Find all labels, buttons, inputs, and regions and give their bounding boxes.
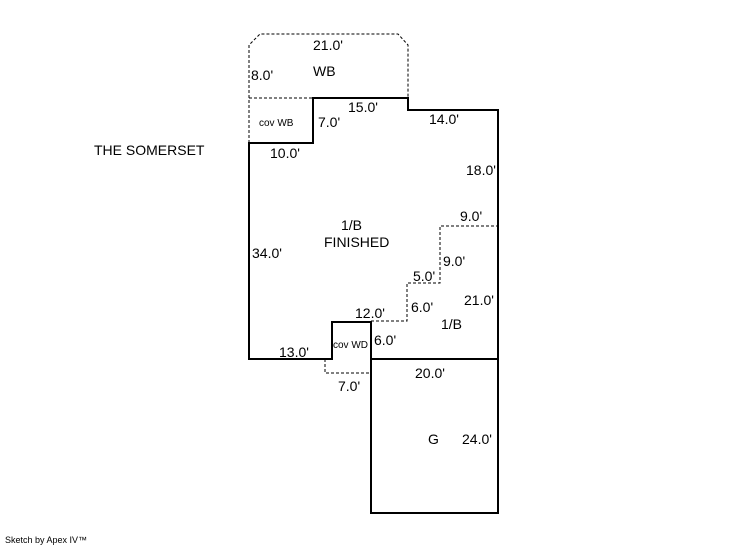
dim-dash-bottom: 7.0' [338, 378, 360, 394]
area-main-1b: 1/B [341, 217, 362, 233]
dim-cov-wd-side: 6.0' [374, 332, 396, 348]
area-main-finished: FINISHED [324, 234, 389, 250]
dim-bottom-left: 13.0' [279, 344, 309, 360]
area-garage: G [428, 431, 439, 447]
wb-outline [248, 33, 409, 143]
dim-left-side: 34.0' [252, 245, 282, 261]
dim-inner-horiz: 12.0' [355, 305, 385, 321]
dim-dash-vert1: 9.0' [443, 253, 465, 269]
sketch-credit: Sketch by Apex IV™ [5, 535, 88, 545]
area-sub-1b: 1/B [441, 316, 462, 332]
dim-wb-side: 8.0' [251, 67, 273, 83]
dim-garage-top: 20.0' [415, 365, 445, 381]
dim-dash-step: 5.0' [413, 268, 435, 284]
dim-wb-top: 21.0' [313, 37, 343, 53]
dim-left-top: 10.0' [270, 145, 300, 161]
dim-right-lower: 21.0' [464, 292, 494, 308]
dim-step-left: 7.0' [318, 114, 340, 130]
interior-step-line [371, 225, 498, 322]
dim-right-upper: 18.0' [466, 162, 496, 178]
garage-outline [370, 359, 499, 514]
area-cov-wb: cov WB [259, 118, 294, 129]
area-wb: WB [313, 63, 336, 79]
dim-dash-vert2: 6.0' [411, 299, 433, 315]
dim-top-right: 14.0' [429, 111, 459, 127]
cov-wd-dashed [324, 359, 371, 374]
dim-garage-side: 24.0' [462, 431, 492, 447]
dim-top-mid: 15.0' [348, 99, 378, 115]
dim-dash-top: 9.0' [460, 208, 482, 224]
area-cov-wd: cov WD [333, 340, 368, 351]
sketch-title: THE SOMERSET [94, 142, 205, 158]
